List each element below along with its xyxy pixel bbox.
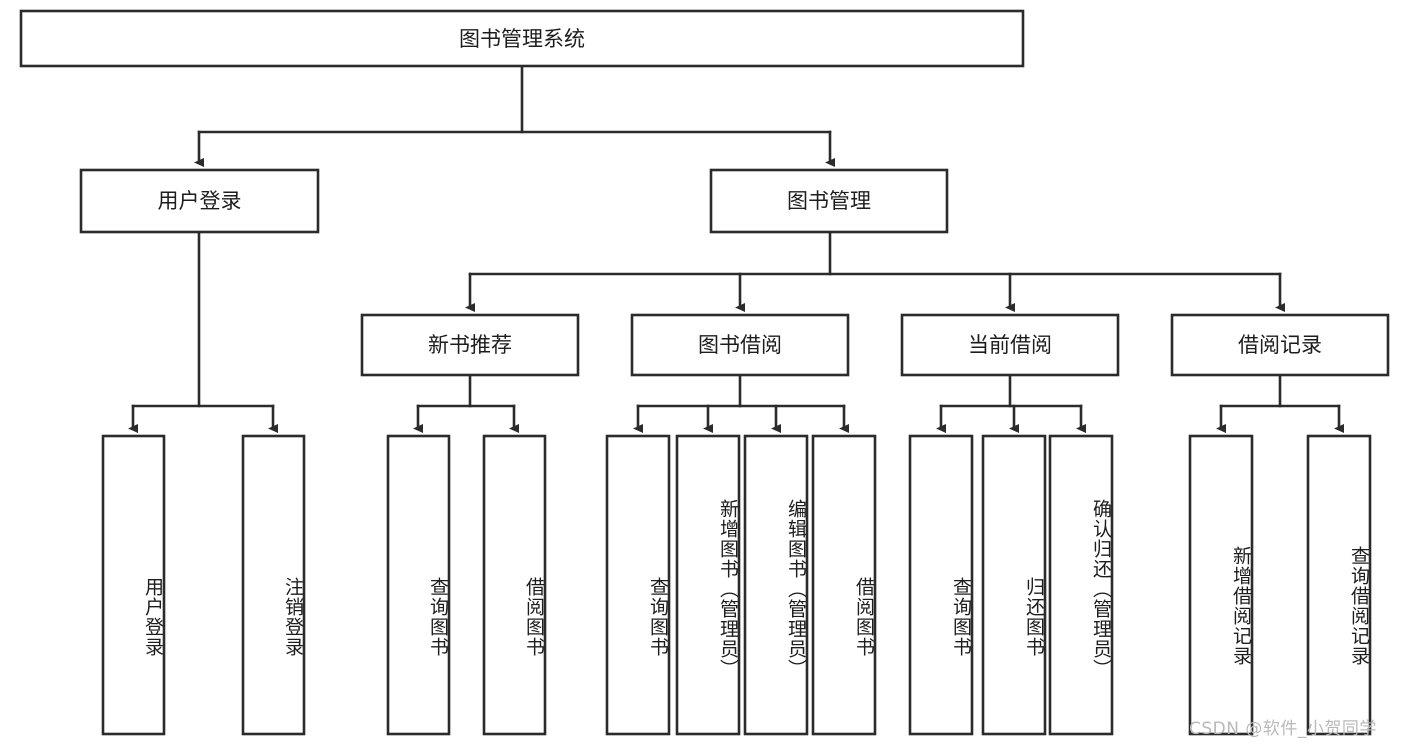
leaf-node-bookborrow-edit[interactable] <box>743 434 809 736</box>
node-user-login-label: 用户登录 <box>158 189 242 213</box>
leaf-node-currentborrow-return[interactable] <box>981 434 1047 736</box>
node-current-borrow[interactable]: 当前借阅 <box>900 313 1120 377</box>
connector-book-borrow-to-leaves <box>633 373 849 433</box>
node-book-management[interactable]: 图书管理 <box>709 168 949 234</box>
node-book-borrow[interactable]: 图书借阅 <box>630 313 850 377</box>
leaf-node-user-login-logout[interactable] <box>241 434 306 736</box>
connector-borrow-record-to-leaves <box>1216 373 1344 433</box>
node-root-system[interactable]: 图书管理系统 <box>19 9 1025 68</box>
leaf-node-currentborrow-confirm[interactable] <box>1048 434 1114 736</box>
connector-book-manage-to-level3 <box>465 230 1285 312</box>
node-book-borrow-label: 图书借阅 <box>698 333 782 357</box>
csdn-watermark: CSDN @软件_小贺同学 <box>1189 719 1377 739</box>
node-new-book-recommend[interactable]: 新书推荐 <box>360 313 580 377</box>
leaf-node-newbook-borrow[interactable] <box>482 434 547 736</box>
leaf-node-newbook-query[interactable] <box>386 434 451 736</box>
leaf-node-currentborrow-query[interactable] <box>908 434 974 736</box>
node-root-label: 图书管理系统 <box>459 27 585 51</box>
leaf-node-user-login-login[interactable] <box>101 434 166 736</box>
node-book-management-label: 图书管理 <box>787 189 871 213</box>
node-user-login[interactable]: 用户登录 <box>79 168 320 234</box>
connector-new-book-to-leaves <box>413 373 519 433</box>
node-new-book-recommend-label: 新书推荐 <box>428 333 512 357</box>
leaf-node-borrowrecord-query[interactable] <box>1306 434 1372 736</box>
connector-root-to-level2 <box>194 64 835 167</box>
connector-current-borrow-to-leaves <box>936 373 1086 433</box>
node-borrow-record[interactable]: 借阅记录 <box>1170 313 1390 377</box>
node-current-borrow-label: 当前借阅 <box>968 333 1052 357</box>
leaf-node-bookborrow-borrow[interactable] <box>811 434 877 736</box>
connector-user-login-to-leaves <box>128 230 278 433</box>
node-borrow-record-label: 借阅记录 <box>1238 333 1322 357</box>
leaf-node-bookborrow-query[interactable] <box>605 434 671 736</box>
leaf-node-bookborrow-add[interactable] <box>675 434 741 736</box>
leaf-node-borrowrecord-add[interactable] <box>1188 434 1254 736</box>
